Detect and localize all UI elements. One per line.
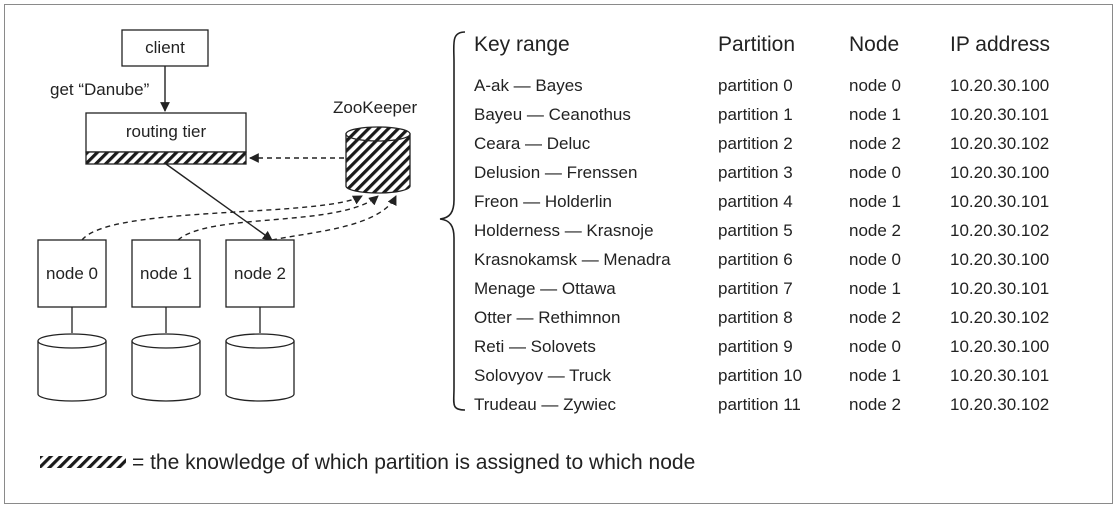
ip-address-cell: 10.20.30.102 [950, 308, 1050, 327]
node1-to-zookeeper-arrow [177, 195, 379, 241]
node-box-1 [131, 239, 201, 308]
node-cell: node 1 [849, 366, 901, 385]
node-cell: node 1 [849, 192, 901, 211]
partition-cell: partition 0 [718, 76, 793, 95]
ip-address-cell: 10.20.30.101 [950, 105, 1050, 124]
node-cell: node 0 [849, 163, 901, 182]
node-cell: node 2 [849, 221, 901, 240]
node0-to-zookeeper-arrow [81, 195, 363, 241]
route-to-node-arrow [165, 163, 273, 241]
legend-text: = the knowledge of which partition is as… [132, 451, 696, 474]
node-cell: node 2 [849, 395, 901, 414]
node-cell: node 1 [849, 105, 901, 124]
key-range-cell: Holderness — Krasnoje [474, 221, 654, 240]
ip-address-cell: 10.20.30.102 [950, 395, 1050, 414]
header-key-range: Key range [474, 33, 570, 56]
node-label-0: node 0 [46, 264, 98, 283]
ip-address-cell: 10.20.30.100 [950, 337, 1050, 356]
ip-address-cell: 10.20.30.100 [950, 163, 1050, 182]
ip-address-cell: 10.20.30.102 [950, 134, 1050, 153]
node-cell: node 0 [849, 250, 901, 269]
node-label-2: node 2 [234, 264, 286, 283]
header-ip-address: IP address [950, 33, 1051, 56]
ip-address-cell: 10.20.30.101 [950, 192, 1050, 211]
routing-tier-box [85, 112, 247, 153]
partition-cell: partition 6 [718, 250, 793, 269]
node-cell: node 1 [849, 279, 901, 298]
node2-to-zookeeper-arrow [271, 195, 397, 241]
node-cell: node 0 [849, 337, 901, 356]
partition-cell: partition 3 [718, 163, 793, 182]
zookeeper-label: ZooKeeper [333, 98, 418, 117]
routing-tier-label: routing tier [125, 122, 207, 141]
ip-address-cell: 10.20.30.101 [950, 366, 1050, 385]
key-range-cell: Bayeu — Ceanothus [474, 105, 631, 124]
disk-2 [225, 333, 295, 402]
client-label: client [145, 38, 185, 57]
ip-address-cell: 10.20.30.100 [950, 250, 1050, 269]
partition-cell: partition 11 [718, 395, 801, 414]
partition-cell: partition 5 [718, 221, 793, 240]
key-range-cell: A-ak — Bayes [474, 76, 583, 95]
key-range-cell: Otter — Rethimnon [474, 308, 621, 327]
node-box-2 [225, 239, 295, 308]
disk-0 [37, 333, 107, 402]
node-box-0 [37, 239, 107, 308]
partition-cell: partition 1 [718, 105, 793, 124]
node-cell: node 2 [849, 308, 901, 327]
disk-1 [131, 333, 201, 402]
request-label: get “Danube” [50, 80, 150, 99]
partition-cell: partition 2 [718, 134, 793, 153]
node-cell: node 2 [849, 134, 901, 153]
key-range-cell: Solovyov — Truck [474, 366, 611, 385]
key-range-cell: Delusion — Frenssen [474, 163, 638, 182]
key-range-cell: Menage — Ottawa [474, 279, 616, 298]
routing-tier-hatch [85, 151, 247, 165]
table-brace [439, 31, 466, 411]
ip-address-cell: 10.20.30.102 [950, 221, 1050, 240]
partition-cell: partition 7 [718, 279, 793, 298]
key-range-cell: Reti — Solovets [474, 337, 596, 356]
zookeeper-cylinder [345, 126, 411, 194]
key-range-cell: Krasnokamsk — Menadra [474, 250, 671, 269]
header-node: Node [849, 33, 900, 56]
ip-address-cell: 10.20.30.101 [950, 279, 1050, 298]
partition-cell: partition 9 [718, 337, 793, 356]
key-range-cell: Ceara — Deluc [474, 134, 591, 153]
node-label-1: node 1 [140, 264, 192, 283]
header-partition: Partition [718, 33, 796, 56]
ip-address-cell: 10.20.30.100 [950, 76, 1050, 95]
partition-cell: partition 4 [718, 192, 793, 211]
node-cell: node 0 [849, 76, 901, 95]
partition-cell: partition 8 [718, 308, 793, 327]
key-range-cell: Trudeau — Zywiec [474, 395, 617, 414]
legend-hatch-swatch [40, 456, 126, 468]
key-range-cell: Freon — Holderlin [474, 192, 612, 211]
figure-frame [4, 4, 1113, 504]
partition-cell: partition 10 [718, 366, 803, 385]
